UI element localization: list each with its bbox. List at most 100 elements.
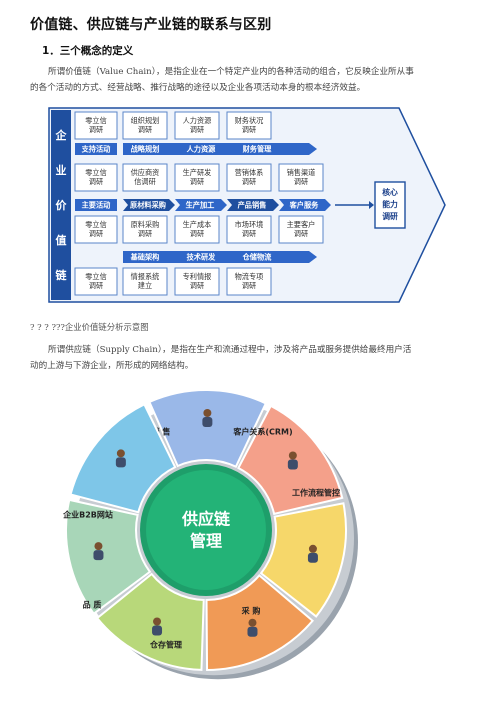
left-cell-label-line: 调研 — [89, 177, 103, 186]
support-cell-2 — [122, 267, 168, 296]
left-cell-label: 零立信调研 — [85, 168, 107, 186]
left-cell — [74, 267, 118, 296]
ring-segment — [148, 389, 268, 469]
main-cell — [122, 163, 168, 192]
ring-segment — [205, 573, 314, 672]
support-cell-2 — [174, 267, 220, 296]
paragraph-supply-chain-cont: 动的上游与下游企业，所形成的网络结构。 — [30, 358, 470, 375]
support-bar-2 — [123, 251, 317, 263]
person-icon-body — [307, 552, 318, 563]
side-char: 价 — [56, 199, 68, 212]
main-cell-label-line: 调研 — [190, 177, 204, 186]
person-icon-head — [308, 544, 317, 553]
support-cell-2-label-line: 调研 — [190, 281, 204, 290]
side-char: 业 — [56, 163, 67, 177]
support-bar — [123, 143, 317, 155]
support-label: 支持活动 — [81, 145, 111, 154]
main-bar-chevron — [175, 199, 227, 211]
main-bar-label: 生产加工 — [186, 201, 215, 210]
left-cell-label-line: 零立信 — [85, 220, 107, 229]
core-label: 核心 — [382, 187, 398, 197]
main-cell — [122, 215, 168, 244]
person-icon-body — [247, 626, 258, 637]
core-label: 调研 — [382, 211, 398, 221]
main-cell-label-line: 主要客户 — [287, 220, 316, 229]
segment-label: 客户关系(CRM) — [232, 427, 292, 437]
left-cell-label-line: 零立信 — [85, 116, 107, 125]
page-title: 价值链、供应链与产业链的联系与区别 — [30, 17, 272, 33]
person-icon-body — [202, 417, 213, 428]
center-label: 供应链 — [181, 510, 231, 529]
main-bar-label: 产品销售 — [238, 201, 267, 210]
segment-label: 企业B2B网站 — [62, 510, 113, 520]
paragraph-line: 所谓价值链（Value Chain），是指企业在一个特定产业内的各种活动的组合，… — [48, 67, 414, 77]
support-bar-2-label: 仓储物流 — [242, 253, 273, 262]
support-bar-label: 人力资源 — [187, 145, 217, 154]
left-cell — [74, 215, 118, 244]
section-heading: 1．三个概念的定义 — [42, 45, 134, 57]
support-cell — [122, 111, 168, 140]
value-chain-svg: 企业价值链零立信调研零立信调研零立信调研零立信调研支持活动主要活动组织规划调研人… — [48, 107, 446, 303]
paragraph-value-chain: 所谓价值链（Value Chain），是指企业在一个特定产业内的各种活动的组合，… — [30, 64, 470, 81]
support-bar-label: 战略规划 — [131, 145, 160, 154]
figure-caption: ? ? ? ???企业价值链分析示意图 — [30, 322, 149, 332]
support-bar-2-label: 技术研发 — [187, 253, 217, 262]
support-cell-label-line: 人力资源 — [183, 116, 212, 125]
main-cell-label-line: 调研 — [190, 229, 204, 238]
segment-label: 仓存管理 — [149, 640, 182, 650]
ring-segment — [65, 498, 152, 616]
core-arrow-head — [369, 201, 374, 209]
person-icon-head — [94, 542, 103, 551]
support-cell-2-label-line: 专利情报 — [183, 272, 212, 281]
left-cell — [74, 111, 118, 140]
main-cell-label-line: 销售渠道 — [287, 168, 316, 177]
value-chain-diagram: 企业价值链零立信调研零立信调研零立信调研零立信调研支持活动主要活动组织规划调研人… — [47, 106, 449, 305]
support-cell-2-label-line: 建立 — [138, 281, 152, 290]
main-cell-label-line: 原料采购 — [131, 220, 160, 229]
core-box — [374, 181, 406, 229]
support-cell-label-line: 财务状况 — [235, 116, 264, 125]
core-label: 能力 — [382, 199, 398, 209]
main-cell-label-line: 调研 — [242, 229, 256, 238]
segment-label: 采 购 — [241, 606, 261, 616]
main-cell-label: 生产研发调研 — [183, 168, 212, 186]
support-label-box — [75, 143, 117, 155]
main-cell-label: 供应商资信调研 — [131, 168, 160, 186]
main-cell-label-line: 生产研发 — [183, 168, 212, 177]
person-icon-head — [203, 409, 212, 418]
support-bar-label: 财务管理 — [242, 145, 273, 154]
support-cell-label-line: 调研 — [138, 125, 152, 134]
main-cell-label: 销售渠道调研 — [287, 168, 316, 186]
person-icon-body — [115, 457, 126, 468]
main-cell-label-line: 调研 — [138, 229, 152, 238]
segment-label: 工作流程管控 — [292, 488, 340, 498]
main-bar-chevron — [227, 199, 279, 211]
left-cell-label: 零立信调研 — [85, 272, 107, 290]
main-cell-label-line: 市场环境 — [235, 220, 264, 229]
person-icon-head — [288, 451, 297, 460]
support-cell-label-line: 组织规划 — [131, 116, 160, 125]
main-bar-label: 原材料采购 — [130, 201, 166, 210]
main-cell-label: 市场环境调研 — [235, 220, 264, 238]
support-cell — [174, 111, 220, 140]
center-label: 管理 — [190, 532, 222, 551]
support-cell-2-label-line: 调研 — [242, 281, 256, 290]
support-cell-2-label-line: 物流专项 — [235, 272, 264, 281]
person-icon-body — [287, 459, 298, 470]
main-cell-label: 生产成本调研 — [183, 220, 212, 238]
segment-label: 品 质 — [83, 600, 102, 610]
left-cell-label-line: 调研 — [89, 229, 103, 238]
main-label: 主要活动 — [82, 201, 111, 210]
support-cell-label-line: 调研 — [242, 125, 256, 134]
main-cell-label-line: 营销体系 — [235, 168, 264, 177]
main-cell-label-line: 供应商资 — [131, 168, 160, 177]
main-cell-label-line: 信调研 — [134, 177, 156, 186]
main-cell-label-line: 调研 — [294, 229, 308, 238]
person-icon-head — [153, 617, 162, 626]
segment-label: 销 售 — [152, 427, 171, 437]
main-cell-label-line: 生产成本 — [183, 220, 212, 229]
support-cell-label-line: 调研 — [190, 125, 204, 134]
paragraph-supply-chain: 所谓供应链（Supply Chain），是指在生产和流通过程中，涉及将产品或服务… — [30, 342, 470, 359]
support-bar-2-label: 基础架构 — [130, 253, 160, 262]
